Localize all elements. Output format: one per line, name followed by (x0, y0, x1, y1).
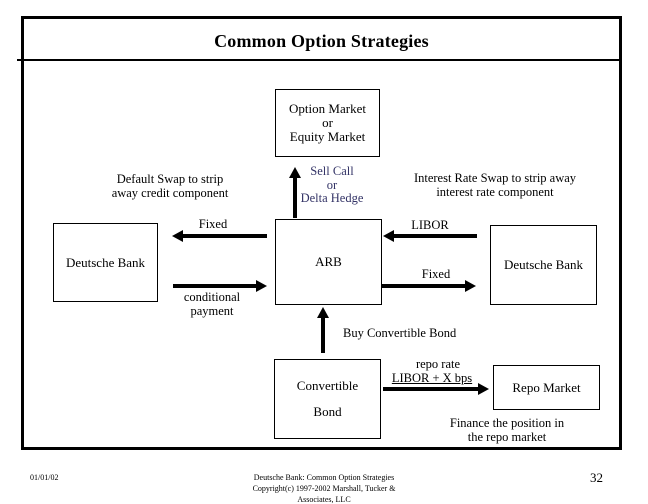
buy-convertible-bond-label: Buy Convertible Bond (343, 326, 457, 340)
fixed-right-label: Fixed (421, 267, 451, 281)
arrow-shaft (293, 176, 297, 218)
arb-box: ARB (275, 219, 382, 305)
arrow-head-left-icon (383, 230, 394, 242)
footer-credit: Deutsche Bank: Common Option Strategies … (204, 472, 444, 504)
arrow-head-up-icon (317, 307, 329, 318)
arrow-head-right-icon (478, 383, 489, 395)
interest-rate-swap-annotation: Interest Rate Swap to strip away interes… (405, 171, 585, 199)
slide-border (21, 16, 622, 450)
arrow-shaft (181, 234, 267, 238)
arrow-head-right-icon (465, 280, 476, 292)
arrow-shaft (382, 284, 467, 288)
repo-market-box: Repo Market (493, 365, 600, 410)
repo-rate-label: repo rate (415, 357, 461, 371)
interest-rate-swap-line-2: interest rate component (436, 184, 554, 199)
libor-x-bps-label: LIBOR + X bps (391, 371, 473, 385)
footer-credit-line-2: Copyright(c) 1997-2002 Marshall, Tucker … (252, 484, 396, 493)
finance-position-line-2: the repo market (467, 429, 547, 444)
libor-label: LIBOR (411, 218, 449, 232)
fixed-left-label: Fixed (198, 217, 228, 231)
finance-position-label: Finance the position in the repo market (427, 416, 587, 444)
default-swap-line-2: away credit component (111, 185, 229, 200)
convertible-bond-line-2: Bond (313, 404, 342, 419)
deutsche-bank-left-label: Deutsche Bank (65, 254, 146, 270)
sell-call-annotation: Sell Call or Delta Hedge (292, 164, 372, 206)
arb-label: ARB (315, 254, 342, 269)
slide-title: Common Option Strategies (214, 31, 429, 51)
deutsche-bank-left-box: Deutsche Bank (53, 223, 158, 302)
footer-credit-line-3: Associates, LLC (297, 495, 351, 504)
repo-market-label: Repo Market (512, 379, 581, 395)
sell-call-line-1: Sell Call (310, 164, 354, 178)
convertible-bond-box: Convertible Bond (274, 359, 381, 439)
deutsche-bank-right-label: Deutsche Bank (503, 257, 584, 272)
footer-credit-line-1: Deutsche Bank: Common Option Strategies (253, 473, 395, 482)
arrow-head-left-icon (172, 230, 183, 242)
option-market-box: Option Market or Equity Market (275, 89, 380, 157)
deutsche-bank-right-box: Deutsche Bank (490, 225, 597, 305)
convertible-bond-line-1: Convertible (296, 378, 359, 393)
sell-call-line-3: Delta Hedge (300, 191, 364, 205)
arrow-head-up-icon (289, 167, 301, 178)
default-swap-line-1: Default Swap to strip (116, 172, 224, 186)
arrow-head-right-icon (256, 280, 267, 292)
arrow-shaft (173, 284, 258, 288)
conditional-payment-line-2: payment (190, 303, 234, 318)
option-market-line-2: or (322, 115, 333, 130)
conditional-payment-line-1: conditional (183, 290, 241, 304)
sell-call-line-2: or (326, 177, 338, 192)
conditional-payment-label: conditional payment (162, 290, 262, 318)
arrow-shaft (383, 387, 480, 391)
footer-date: 01/01/02 (30, 473, 59, 482)
arrow-shaft (321, 316, 325, 353)
option-market-line-1: Option Market (289, 101, 366, 116)
title-separator-line (17, 59, 621, 61)
option-market-line-3: Equity Market (289, 129, 366, 144)
default-swap-annotation: Default Swap to strip away credit compon… (90, 172, 250, 200)
arrow-shaft (392, 234, 477, 238)
interest-rate-swap-line-1: Interest Rate Swap to strip away (413, 171, 577, 185)
page-number: 32 (590, 470, 603, 485)
finance-position-line-1: Finance the position in (449, 416, 565, 430)
